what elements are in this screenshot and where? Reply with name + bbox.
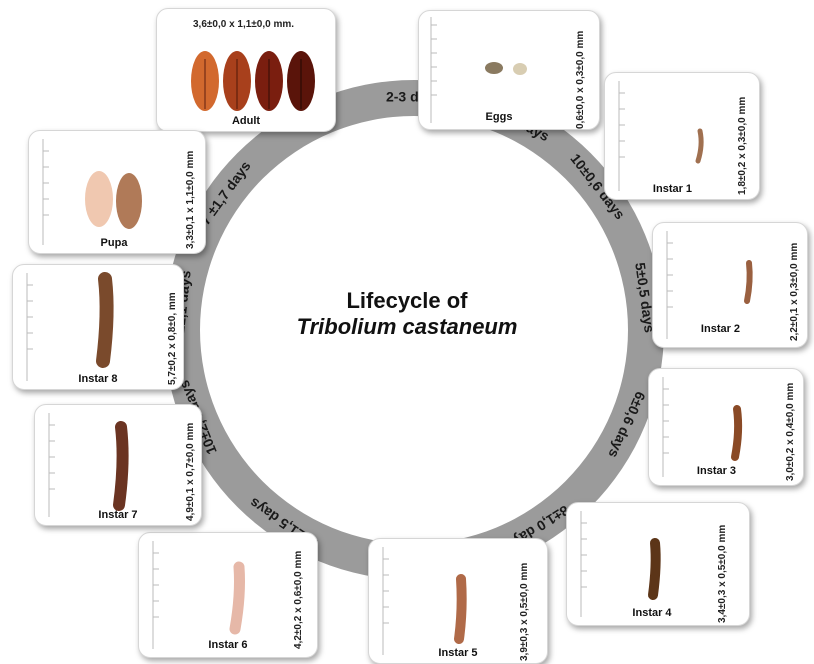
stage-name-instar-6: Instar 6 [139, 639, 317, 651]
stage-name-instar-3: Instar 3 [649, 465, 784, 477]
instar-8-image [13, 265, 183, 389]
stage-card-instar-7: Instar 7 4,9±0,1 x 0,7±0,0 mm [34, 404, 202, 526]
stage-name-instar-1: Instar 1 [605, 183, 740, 195]
stage-name-adult: Adult [157, 115, 335, 127]
instar-7-image [35, 405, 201, 525]
stage-size-instar-2: 2,2±0,1 x 0,3±0,0 mm [789, 243, 800, 341]
stage-name-instar-8: Instar 8 [13, 373, 183, 385]
stage-card-instar-3: Instar 3 3,0±0,2 x 0,4±0,0 mm [648, 368, 804, 486]
stage-card-instar-2: Instar 2 2,2±0,1 x 0,3±0,0 mm [652, 222, 808, 348]
stage-size-instar-3: 3,0±0,2 x 0,4±0,0 mm [785, 383, 796, 481]
stage-card-instar-4: Instar 4 3,4±0,3 x 0,5±0,0 mm [566, 502, 750, 626]
stage-card-adult: 3,6±0,0 x 1,1±0,0 mm. Adult [156, 8, 336, 132]
stage-name-pupa: Pupa [29, 237, 199, 249]
stage-size-instar-8: 5,7±0,2 x 0,8±0, mm [167, 292, 178, 385]
stage-name-eggs: Eggs [419, 111, 579, 123]
stage-card-instar-5: Instar 5 3,9±0,3 x 0,5±0,0 mm [368, 538, 548, 664]
stage-card-eggs: Eggs 0,6±0,0 x 0,3±0,0 mm [418, 10, 600, 130]
adult-beetles-image [157, 9, 335, 131]
instar-1-image [605, 73, 759, 199]
stage-size-instar-6: 4,2±0,2 x 0,6±0,0 mm [293, 551, 304, 649]
stage-size-instar-5: 3,9±0,3 x 0,5±0,0 mm [519, 563, 530, 661]
stage-card-instar-8: Instar 8 5,7±0,2 x 0,8±0, mm [12, 264, 184, 390]
stage-size-pupa: 3,3±0,1 x 1,1±0,0 mm [185, 151, 196, 249]
stage-size-instar-1: 1,8±0,2 x 0,3±0,0 mm [737, 97, 748, 195]
stage-size-instar-4: 3,4±0,3 x 0,5±0,0 mm [717, 525, 728, 623]
stage-name-instar-2: Instar 2 [653, 323, 788, 335]
stage-card-pupa: Pupa 3,3±0,1 x 1,1±0,0 mm [28, 130, 206, 254]
stage-name-instar-7: Instar 7 [35, 509, 201, 521]
stage-name-instar-4: Instar 4 [567, 607, 737, 619]
stage-size-eggs: 0,6±0,0 x 0,3±0,0 mm [575, 31, 586, 129]
stage-card-instar-1: Instar 1 1,8±0,2 x 0,3±0,0 mm [604, 72, 760, 200]
pupa-image [29, 131, 205, 253]
stage-card-instar-6: Instar 6 4,2±0,2 x 0,6±0,0 mm [138, 532, 318, 658]
stage-size-instar-7: 4,9±0,1 x 0,7±0,0 mm [185, 423, 196, 521]
